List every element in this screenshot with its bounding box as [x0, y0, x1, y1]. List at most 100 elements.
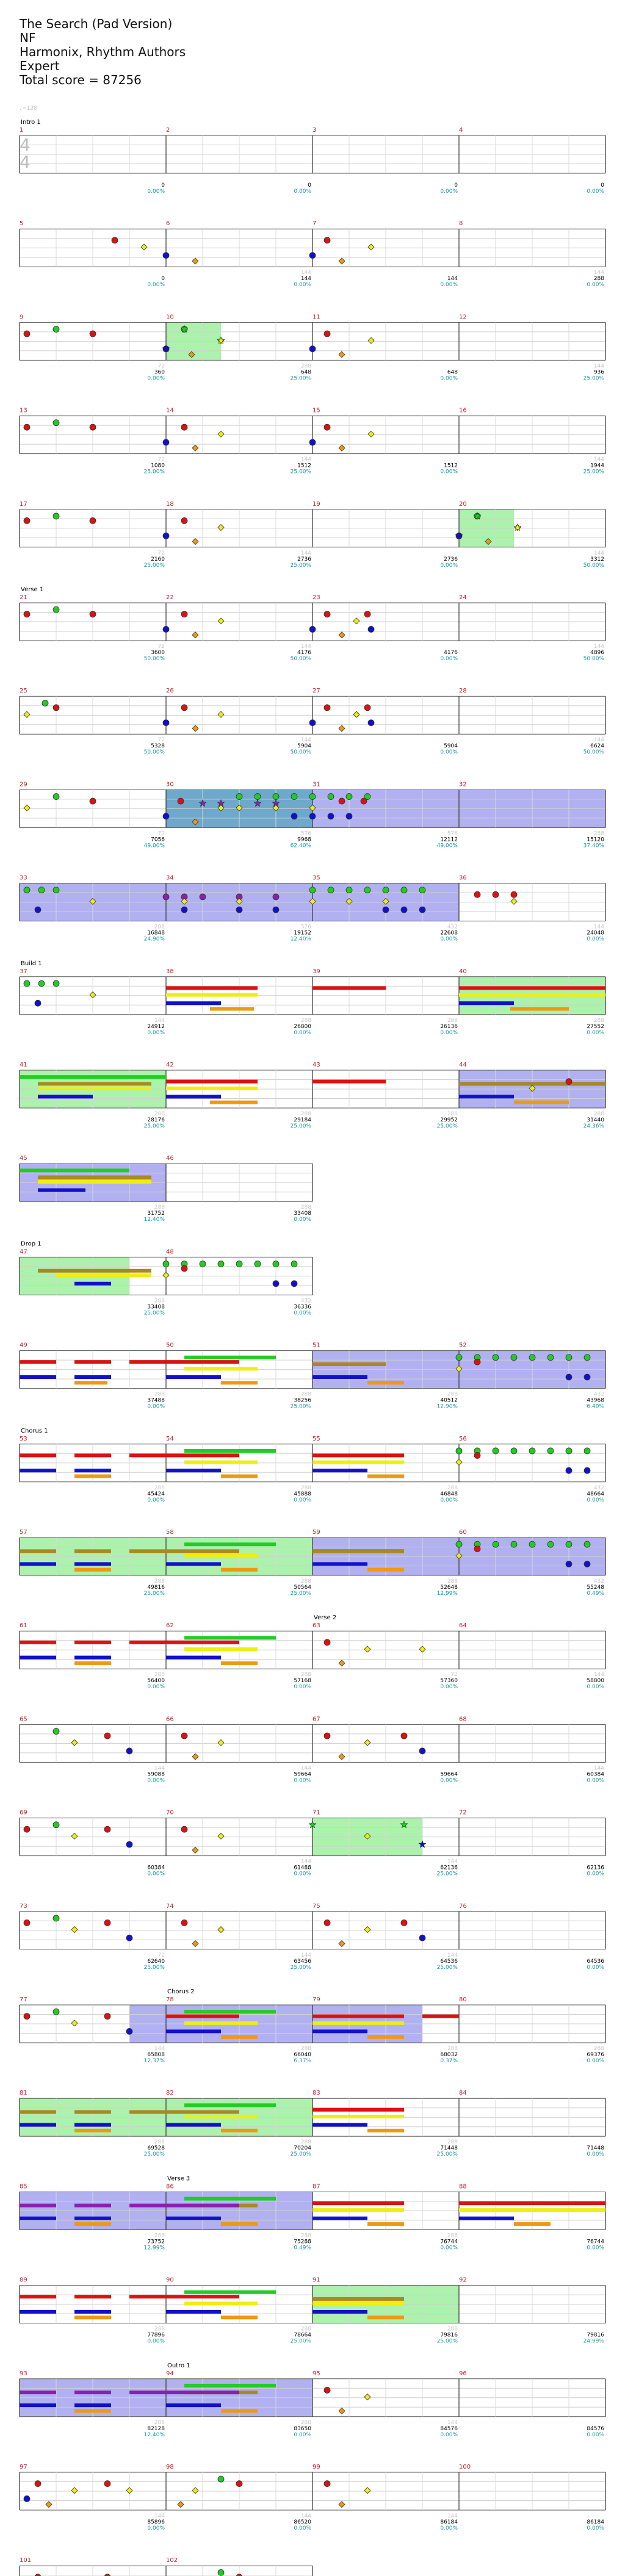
- orange-gem: [338, 351, 345, 358]
- measure-number: 67: [312, 1716, 320, 1722]
- measure-percent: 0.00%: [587, 189, 604, 195]
- red-gem: [23, 517, 31, 524]
- staff-row: [19, 416, 606, 455]
- red-gem: [323, 2480, 331, 2488]
- measure-number: 62: [166, 1622, 174, 1629]
- sustain-note: [74, 2216, 111, 2220]
- measure-percent: 0.00%: [440, 1497, 458, 1503]
- measure-number: 16: [459, 408, 467, 414]
- staff-row: [19, 2191, 606, 2230]
- red-gem: [181, 517, 188, 524]
- measure-percent: 0.00%: [587, 1497, 604, 1503]
- measure-score: 58800: [587, 1678, 604, 1684]
- measure-percent: 12.37%: [144, 2058, 165, 2064]
- green-gem: [52, 887, 60, 894]
- note-count: 576: [301, 830, 311, 836]
- yellow-gem: [71, 2020, 78, 2027]
- measure-percent: 0.00%: [587, 1965, 604, 1971]
- measure-score: 7056: [151, 836, 165, 843]
- sustain-note: [184, 1647, 258, 1651]
- measure-percent: 25.00%: [437, 2151, 458, 2157]
- yellow-gem: [455, 1458, 463, 1466]
- star-gem: [180, 325, 189, 333]
- blue-gem: [291, 1280, 298, 1287]
- blue-gem: [162, 719, 170, 726]
- green-gem: [583, 1541, 591, 1548]
- measure-percent: 25.00%: [144, 1965, 165, 1971]
- red-gem: [400, 1732, 408, 1740]
- red-gem: [181, 1919, 188, 1926]
- staff-row: [19, 2472, 606, 2511]
- red-gem: [23, 423, 31, 431]
- note-count: 72: [158, 1952, 165, 1959]
- measure-number: 77: [20, 1996, 27, 2003]
- blue-gem: [309, 439, 316, 446]
- measure-number: 93: [20, 2370, 27, 2377]
- measure-percent: 12.90%: [437, 1404, 458, 1410]
- sustain-note: [20, 1562, 56, 1566]
- sustain-note: [166, 1375, 221, 1379]
- note-count: 288: [594, 1018, 604, 1024]
- green-gem: [52, 513, 60, 520]
- orange-gem: [192, 444, 199, 452]
- red-gem: [474, 891, 481, 898]
- measure-number: 80: [459, 1996, 467, 2003]
- measure-number: 37: [20, 968, 27, 975]
- measure-percent: 50.00%: [583, 563, 605, 569]
- measure-score: 59664: [440, 1771, 458, 1777]
- note-count: 288: [447, 1111, 458, 1117]
- measure-number: 92: [459, 2277, 467, 2284]
- green-gem: [547, 1541, 554, 1548]
- green-gem: [38, 980, 45, 987]
- measure-percent: 0.00%: [440, 1777, 458, 1783]
- note-count: 72: [158, 550, 165, 556]
- yellow-gem: [71, 1832, 78, 1840]
- note-count: 288: [447, 1485, 458, 1491]
- sustain-note: [312, 1460, 404, 1464]
- star-gem: [400, 1820, 408, 1829]
- sustain-note: [312, 2029, 367, 2034]
- sustain-note: [459, 1095, 514, 1099]
- note-count: 144: [154, 2046, 165, 2052]
- blue-gem: [583, 1560, 591, 1567]
- measure-number: 86: [166, 2183, 174, 2190]
- sustain-note: [20, 1655, 56, 1660]
- star-gem: [418, 1840, 427, 1848]
- note-count: 144: [301, 1765, 311, 1771]
- sustain-note: [312, 1453, 404, 1458]
- yellow-gem: [367, 430, 375, 437]
- yellow-gem: [345, 898, 353, 905]
- measure-percent: 0.00%: [587, 2432, 604, 2438]
- red-gem: [510, 891, 518, 898]
- blue-gem: [419, 906, 426, 913]
- blue-gem: [583, 1373, 591, 1381]
- measure-number: 41: [20, 1062, 27, 1068]
- measure-score: 648: [301, 369, 311, 375]
- measure-score: 4176: [444, 650, 458, 656]
- measure-number: 95: [312, 2370, 320, 2377]
- staff-row: [19, 2004, 606, 2043]
- note-count: 144: [447, 1859, 458, 1865]
- yellow-gem: [192, 2487, 199, 2494]
- yellow-gem: [89, 898, 96, 905]
- measure-number: 19: [312, 501, 320, 508]
- sustain-note: [459, 1001, 514, 1006]
- staff-row: [19, 322, 606, 361]
- measure-percent: 0.00%: [294, 2525, 311, 2531]
- staff-row: [19, 135, 606, 174]
- note-count: 288: [154, 1578, 165, 1585]
- sustain-note: [312, 2216, 367, 2220]
- red-gem: [338, 797, 345, 805]
- measure-percent: 0.00%: [440, 563, 458, 569]
- orange-gem: [188, 351, 195, 358]
- red-gem: [104, 2013, 111, 2020]
- measure-score: 64536: [587, 1959, 604, 1965]
- note-count: 144: [594, 550, 604, 556]
- sustain-note: [184, 1448, 276, 1453]
- green-gem: [52, 1821, 60, 1829]
- measure-number: 65: [20, 1716, 27, 1722]
- sustain-note: [20, 1168, 129, 1173]
- star-gem: [308, 1820, 317, 1829]
- green-gem: [42, 699, 49, 707]
